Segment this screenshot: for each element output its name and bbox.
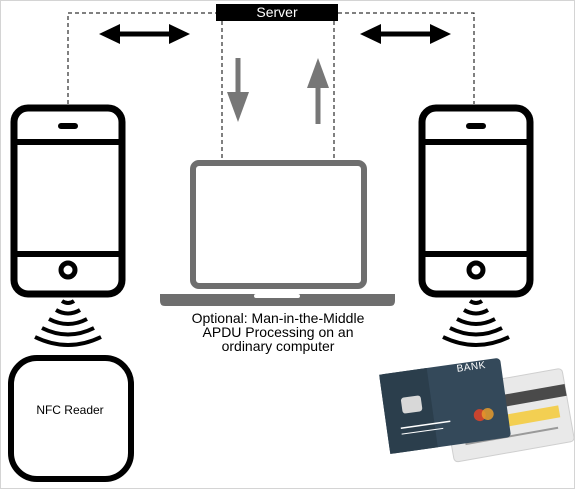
right-phone-server-line: [338, 12, 475, 104]
connection-lines: [67, 12, 475, 160]
left-phone-server-line: [67, 12, 216, 104]
server-label: Server: [256, 4, 298, 20]
caption-line-2: APDU Processing on an: [202, 324, 354, 340]
arrow-down-icon: [227, 58, 249, 122]
nfc-reader-label: NFC Reader: [36, 403, 104, 417]
arrow-up-icon: [307, 58, 329, 124]
left-phone: [10, 104, 126, 298]
server-box: [216, 4, 338, 21]
caption-line-1: Optional: Man-in-the-Middle: [191, 310, 365, 326]
caption-line-3: ordinary computer: [221, 338, 335, 354]
right-phone: [418, 104, 534, 298]
bank-cards-icon: [379, 358, 575, 463]
double-arrow-left-icon: [99, 24, 190, 44]
laptop: [160, 160, 395, 306]
nfc-waves-right-icon: [442, 299, 510, 347]
nfc-reader-box: [8, 355, 134, 482]
laptop-caption: Optional: Man-in-the-Middle APDU Process…: [172, 311, 384, 353]
nfc-waves-left-icon: [34, 299, 102, 347]
double-arrow-right-icon: [360, 24, 451, 44]
